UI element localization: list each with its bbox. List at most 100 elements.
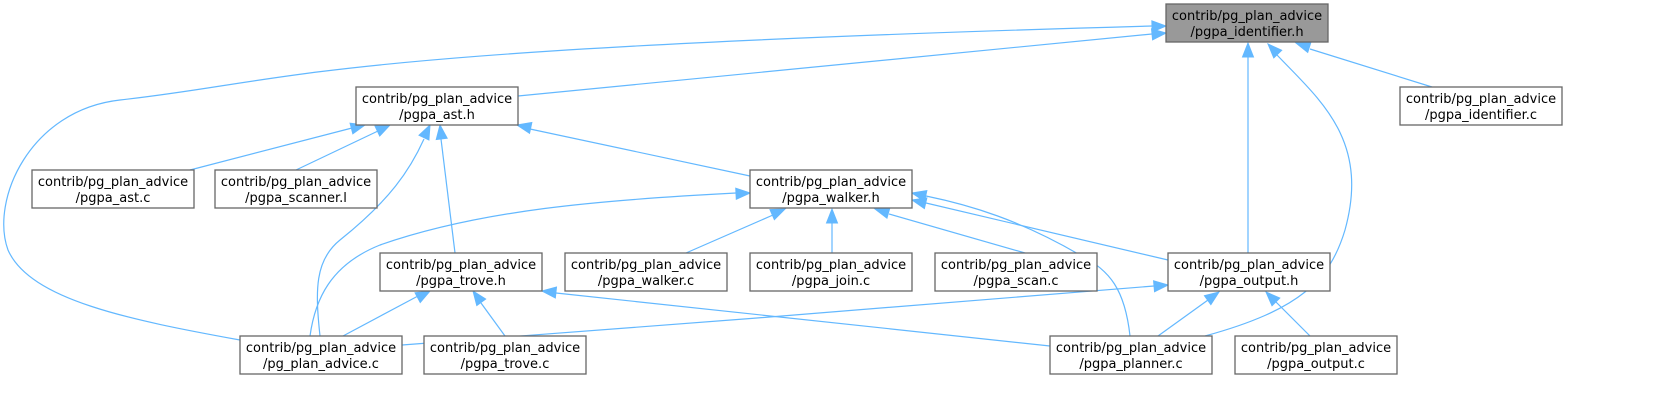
arrowhead-icon <box>873 207 891 219</box>
edge-line <box>685 214 774 254</box>
node-label-dir: contrib/pg_plan_advice <box>38 175 188 190</box>
arrowhead-icon <box>1267 43 1283 59</box>
arrowhead-icon <box>825 207 839 224</box>
node-label-file: /pg_plan_advice.c <box>263 357 379 372</box>
edge-walker_h-to-ast_h <box>515 121 751 177</box>
node-box[interactable] <box>379 252 543 292</box>
node-label-dir: contrib/pg_plan_advice <box>386 258 536 273</box>
edge-line <box>517 33 1153 97</box>
edge-trove_c-to-trove_h <box>472 289 506 337</box>
arrowhead-icon <box>1153 280 1170 293</box>
node-scanner-l[interactable]: contrib/pg_plan_advice/pgpa_scanner.l <box>214 169 378 209</box>
node-box[interactable] <box>239 335 403 375</box>
edge-line <box>342 295 419 337</box>
edge-pg_plan_advice_c-to-identifier_h <box>3 20 1168 341</box>
node-label-file: /pgpa_output.h <box>1200 274 1299 289</box>
node-ast-h[interactable]: contrib/pg_plan_advice/pgpa_ast.h <box>355 86 519 126</box>
node-label-file: /pgpa_ast.c <box>76 191 151 206</box>
node-box[interactable] <box>1167 252 1331 292</box>
node-trove-c[interactable]: contrib/pg_plan_advice/pgpa_trove.c <box>423 335 587 375</box>
arrowhead-icon <box>1203 291 1221 306</box>
edge-scan_c-to-walker_h <box>873 207 1026 254</box>
node-label-dir: contrib/pg_plan_advice <box>756 258 906 273</box>
edge-line <box>925 202 1169 261</box>
edge-pg_plan_advice_c-to-walker_h <box>309 187 752 337</box>
edge-output_h-to-walker_h <box>910 197 1169 261</box>
node-label-file: /pgpa_scanner.l <box>245 191 347 206</box>
node-pg-plan-advice-c[interactable]: contrib/pg_plan_advice/pg_plan_advice.c <box>239 335 403 375</box>
edge-pg_plan_advice_c-to-trove_h <box>342 290 432 337</box>
node-label-dir: contrib/pg_plan_advice <box>1174 258 1324 273</box>
node-label-dir: contrib/pg_plan_advice <box>221 175 371 190</box>
arrowhead-icon <box>540 286 558 299</box>
edge-line <box>1309 48 1433 88</box>
node-label-file: /pgpa_identifier.c <box>1425 108 1537 123</box>
edge-line <box>1204 54 1353 337</box>
node-label-file: /pgpa_identifier.h <box>1190 25 1303 40</box>
edge-identifier_c-to-identifier_h <box>1294 41 1433 88</box>
node-label-file: /pgpa_output.c <box>1267 357 1365 372</box>
edge-line <box>440 138 456 254</box>
arrowhead-icon <box>1265 291 1281 307</box>
node-label-dir: contrib/pg_plan_advice <box>362 92 512 107</box>
node-box[interactable] <box>31 169 195 209</box>
arrowhead-icon <box>1151 20 1168 33</box>
node-planner-c[interactable]: contrib/pg_plan_advice/pgpa_planner.c <box>1049 335 1213 375</box>
node-box[interactable] <box>355 86 519 126</box>
edge-planner_c-to-output_h <box>1157 291 1221 337</box>
arrowhead-icon <box>414 290 432 304</box>
node-label-dir: contrib/pg_plan_advice <box>571 258 721 273</box>
arrowhead-icon <box>1294 41 1312 54</box>
node-walker-h[interactable]: contrib/pg_plan_advice/pgpa_walker.h <box>749 169 913 209</box>
edge-planner_c-to-identifier_h <box>1204 43 1353 337</box>
arrowhead-icon <box>910 189 928 203</box>
node-identifier-h[interactable]: contrib/pg_plan_advice/pgpa_identifier.h <box>1165 3 1329 43</box>
edge-line <box>888 213 1026 254</box>
node-box[interactable] <box>1234 335 1398 375</box>
arrowhead-icon <box>472 289 487 307</box>
node-label-dir: contrib/pg_plan_advice <box>941 258 1091 273</box>
node-label-dir: contrib/pg_plan_advice <box>1406 92 1556 107</box>
node-ast-c[interactable]: contrib/pg_plan_advice/pgpa_ast.c <box>31 169 195 209</box>
edge-line <box>529 128 751 177</box>
node-walker-c[interactable]: contrib/pg_plan_advice/pgpa_walker.c <box>564 252 728 292</box>
node-label-dir: contrib/pg_plan_advice <box>1056 341 1206 356</box>
edge-line <box>309 192 737 337</box>
arrowhead-icon <box>769 208 787 221</box>
edge-line <box>295 130 379 171</box>
edge-line <box>316 138 425 337</box>
edge-output_c-to-output_h <box>1265 291 1311 337</box>
node-box[interactable] <box>1399 86 1563 126</box>
node-box[interactable] <box>934 252 1098 292</box>
node-scan-c[interactable]: contrib/pg_plan_advice/pgpa_scan.c <box>934 252 1098 292</box>
node-box[interactable] <box>564 252 728 292</box>
node-label-dir: contrib/pg_plan_advice <box>756 175 906 190</box>
node-identifier-c[interactable]: contrib/pg_plan_advice/pgpa_identifier.c <box>1399 86 1563 126</box>
edge-ast_h-to-identifier_h <box>517 28 1168 97</box>
arrowhead-icon <box>515 121 533 135</box>
node-box[interactable] <box>214 169 378 209</box>
edge-line <box>189 127 353 171</box>
edge-ast_c-to-ast_h <box>189 122 367 171</box>
node-trove-h[interactable]: contrib/pg_plan_advice/pgpa_trove.h <box>379 252 543 292</box>
node-output-c[interactable]: contrib/pg_plan_advice/pgpa_output.c <box>1234 335 1398 375</box>
arrowhead-icon <box>418 123 431 141</box>
node-box[interactable] <box>1049 335 1213 375</box>
node-join-c[interactable]: contrib/pg_plan_advice/pgpa_join.c <box>749 252 913 292</box>
edge-trove_h-to-ast_h <box>435 123 456 254</box>
node-label-file: /pgpa_ast.h <box>399 108 475 123</box>
node-label-dir: contrib/pg_plan_advice <box>1241 341 1391 356</box>
node-box[interactable] <box>1165 3 1329 43</box>
node-box[interactable] <box>749 169 913 209</box>
node-label-dir: contrib/pg_plan_advice <box>246 341 396 356</box>
node-output-h[interactable]: contrib/pg_plan_advice/pgpa_output.h <box>1167 252 1331 292</box>
node-box[interactable] <box>749 252 913 292</box>
node-label-file: /pgpa_trove.h <box>416 274 506 289</box>
edge-scanner_l-to-ast_h <box>295 124 392 171</box>
edge-output_h-to-identifier_h <box>1241 41 1255 253</box>
arrowhead-icon <box>735 187 752 200</box>
arrowhead-icon <box>374 124 392 137</box>
node-label-file: /pgpa_scan.c <box>973 274 1058 289</box>
node-box[interactable] <box>423 335 587 375</box>
